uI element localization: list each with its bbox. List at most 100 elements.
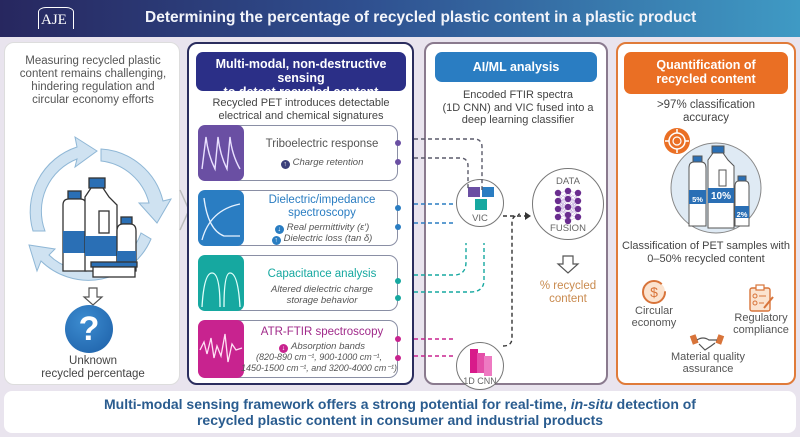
- nn-node: [564, 195, 572, 203]
- classification-line2: 0–50% recycled content: [647, 252, 765, 265]
- nn-node: [564, 211, 572, 219]
- detail-line1: Altered dielectric charge: [271, 284, 373, 295]
- nn-node: [554, 197, 562, 205]
- dollar-cycle-icon: $: [642, 280, 666, 304]
- benefit-material-quality: Material quality assurance: [658, 351, 758, 375]
- puzzle-icon: [468, 187, 494, 210]
- down-arrow-icon: [82, 287, 104, 306]
- ftir-bands-line2: 1450-1500 cm⁻¹, and 3200-4000 cm⁻¹): [240, 363, 398, 373]
- sensing-subtitle-line2: electrical and chemical signatures: [218, 109, 384, 122]
- fusion-label-bottom: FUSION: [550, 223, 586, 234]
- nn-node: [564, 203, 572, 211]
- nn-edge: [557, 198, 569, 218]
- aje-logo: AJE: [38, 7, 78, 31]
- modality-dielectric: Dielectric/impedance spectroscopy ↓Real …: [198, 190, 401, 246]
- arrow-up-badge-icon: ↑: [271, 236, 281, 245]
- ftir-spectrum-icon: [198, 320, 244, 378]
- connector-dot: [395, 336, 401, 342]
- ml-output-line1: % recycled: [539, 280, 597, 292]
- benefit-line2: assurance: [682, 363, 734, 375]
- neural-network-icon: [554, 187, 582, 225]
- footer-text-b: detection of: [612, 396, 696, 412]
- sensing-subtitle-line1: Recycled PET introduces detectable: [212, 97, 390, 109]
- bottle-label-10: 10%: [710, 191, 731, 202]
- outcome-line1: Unknown: [69, 355, 117, 367]
- outcome-line2: recycled percentage: [41, 368, 145, 380]
- dielectric-curve-icon: [198, 190, 244, 246]
- quant-heading-line1: Quantification of: [656, 58, 756, 72]
- svg-text:$: $: [650, 284, 658, 300]
- nn-edge: [567, 192, 579, 216]
- sensing-panel: Multi-modal, non-destructive sensing to …: [187, 42, 414, 385]
- nn-node: [554, 205, 562, 213]
- sensing-heading-line1: Multi-modal, non-destructive sensing: [215, 57, 387, 85]
- jug-icon: [84, 177, 118, 272]
- ml-subtitle: Encoded FTIR spectra (1D CNN) and VIC fu…: [430, 89, 606, 127]
- nn-node: [574, 205, 582, 213]
- nn-node: [574, 213, 582, 221]
- classification-line1: Classification of PET samples with: [622, 240, 790, 252]
- nn-node: [574, 189, 582, 197]
- accuracy-line1: >97% classification: [656, 99, 756, 111]
- arrow-down-badge-icon: ↓: [279, 344, 289, 353]
- arrowhead-icon: [525, 212, 531, 220]
- connector-cap-2: [414, 243, 485, 293]
- connector-cap-1: [414, 243, 467, 276]
- accuracy-text: >97% classification accuracy: [618, 99, 794, 125]
- problem-intro: Measuring recycled plastic content remai…: [19, 55, 167, 106]
- connector-tribo-1: [414, 138, 483, 190]
- ml-subtitle-line1: Encoded FTIR spectra: [462, 89, 574, 101]
- quant-heading: Quantification of recycled content: [624, 52, 788, 94]
- footer-italic: in-situ: [570, 396, 613, 412]
- nn-node: [564, 217, 572, 225]
- connector-dot: [395, 295, 401, 301]
- quant-heading-line2: recycled content: [656, 72, 756, 86]
- benefit-regulatory-compliance: Regulatory compliance: [728, 312, 794, 336]
- connector-dot: [395, 355, 401, 361]
- detail-line2: storage behavior: [286, 295, 358, 306]
- cnn-label: 1D CNN: [463, 376, 497, 386]
- connector-tribo-2: [414, 157, 469, 190]
- ml-output-line2: content: [549, 293, 587, 305]
- bottle-label-5: 5%: [692, 195, 703, 204]
- capacitance-curve-icon: [198, 255, 244, 311]
- benefit-circular-economy: Circular economy: [624, 305, 684, 329]
- benefit-line1: Circular: [635, 305, 673, 317]
- cnn-node: 1D CNN: [456, 342, 504, 390]
- classification-text: Classification of PET samples with 0–50%…: [618, 240, 794, 265]
- modality-detail: ↓Absorption bands: [247, 341, 397, 353]
- modality-name-line2: spectroscopy: [288, 207, 356, 219]
- book-icon: [38, 7, 74, 29]
- problem-panel: Measuring recycled plastic content remai…: [4, 42, 180, 385]
- fusion-node: DATA FUSION: [532, 168, 604, 240]
- nn-edge: [557, 190, 569, 218]
- recycle-arrow-icon: [29, 135, 98, 232]
- ml-panel: AI/ML analysis Encoded FTIR spectra (1D …: [424, 42, 610, 390]
- footer-line1: Multi-modal sensing framework offers a s…: [4, 396, 796, 412]
- header-banner: AJE Determining the percentage of recycl…: [0, 0, 800, 37]
- ml-output: % recycled content: [526, 280, 610, 306]
- fusion-label-top: DATA: [556, 176, 580, 187]
- target-check-icon: [664, 128, 690, 154]
- bottle-label-2: 2%: [736, 210, 748, 219]
- question-mark-icon: ?: [65, 305, 113, 353]
- modality-detail: ↓Real permittivity (ε′): [247, 222, 397, 234]
- benefit-line2: economy: [631, 317, 677, 329]
- detail-text: Real permittivity (ε′): [286, 222, 370, 233]
- labeled-bottles-illustration: [670, 142, 762, 234]
- detail-text: Dielectric loss (tan δ): [283, 233, 373, 244]
- clipboard-check-icon: [749, 284, 774, 312]
- modality-name: Dielectric/impedance spectroscopy: [247, 194, 397, 220]
- detail-text: Absorption bands: [291, 341, 365, 352]
- vic-node: VIC: [456, 179, 504, 227]
- conclusion-footer: Multi-modal sensing framework offers a s…: [4, 391, 796, 433]
- benefit-line1: Material quality: [671, 351, 745, 363]
- triboelectric-waveform-icon: [198, 125, 244, 181]
- modality-capacitance: Capacitance analysis Altered dielectric …: [198, 255, 401, 311]
- modality-ftir: ATR-FTIR spectroscopy ↓Absorption bands …: [198, 320, 401, 378]
- connector-dot: [395, 224, 401, 230]
- vic-label: VIC: [472, 213, 488, 224]
- unknown-outcome: Unknown recycled percentage: [5, 355, 181, 381]
- modality-name: ATR-FTIR spectroscopy: [260, 326, 384, 338]
